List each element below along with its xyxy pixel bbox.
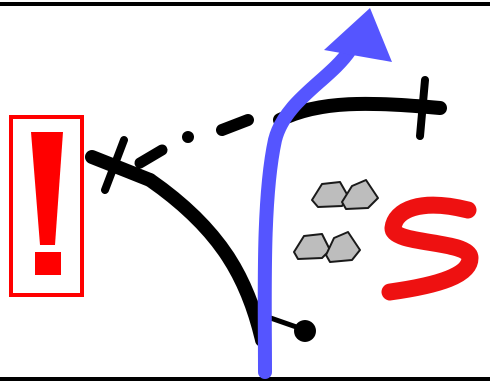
dash-dot bbox=[182, 131, 194, 143]
right-road-tick bbox=[420, 80, 425, 136]
exclamation-warning-icon bbox=[11, 117, 82, 295]
exclamation-dot bbox=[35, 252, 61, 275]
stem-dot bbox=[294, 320, 316, 342]
